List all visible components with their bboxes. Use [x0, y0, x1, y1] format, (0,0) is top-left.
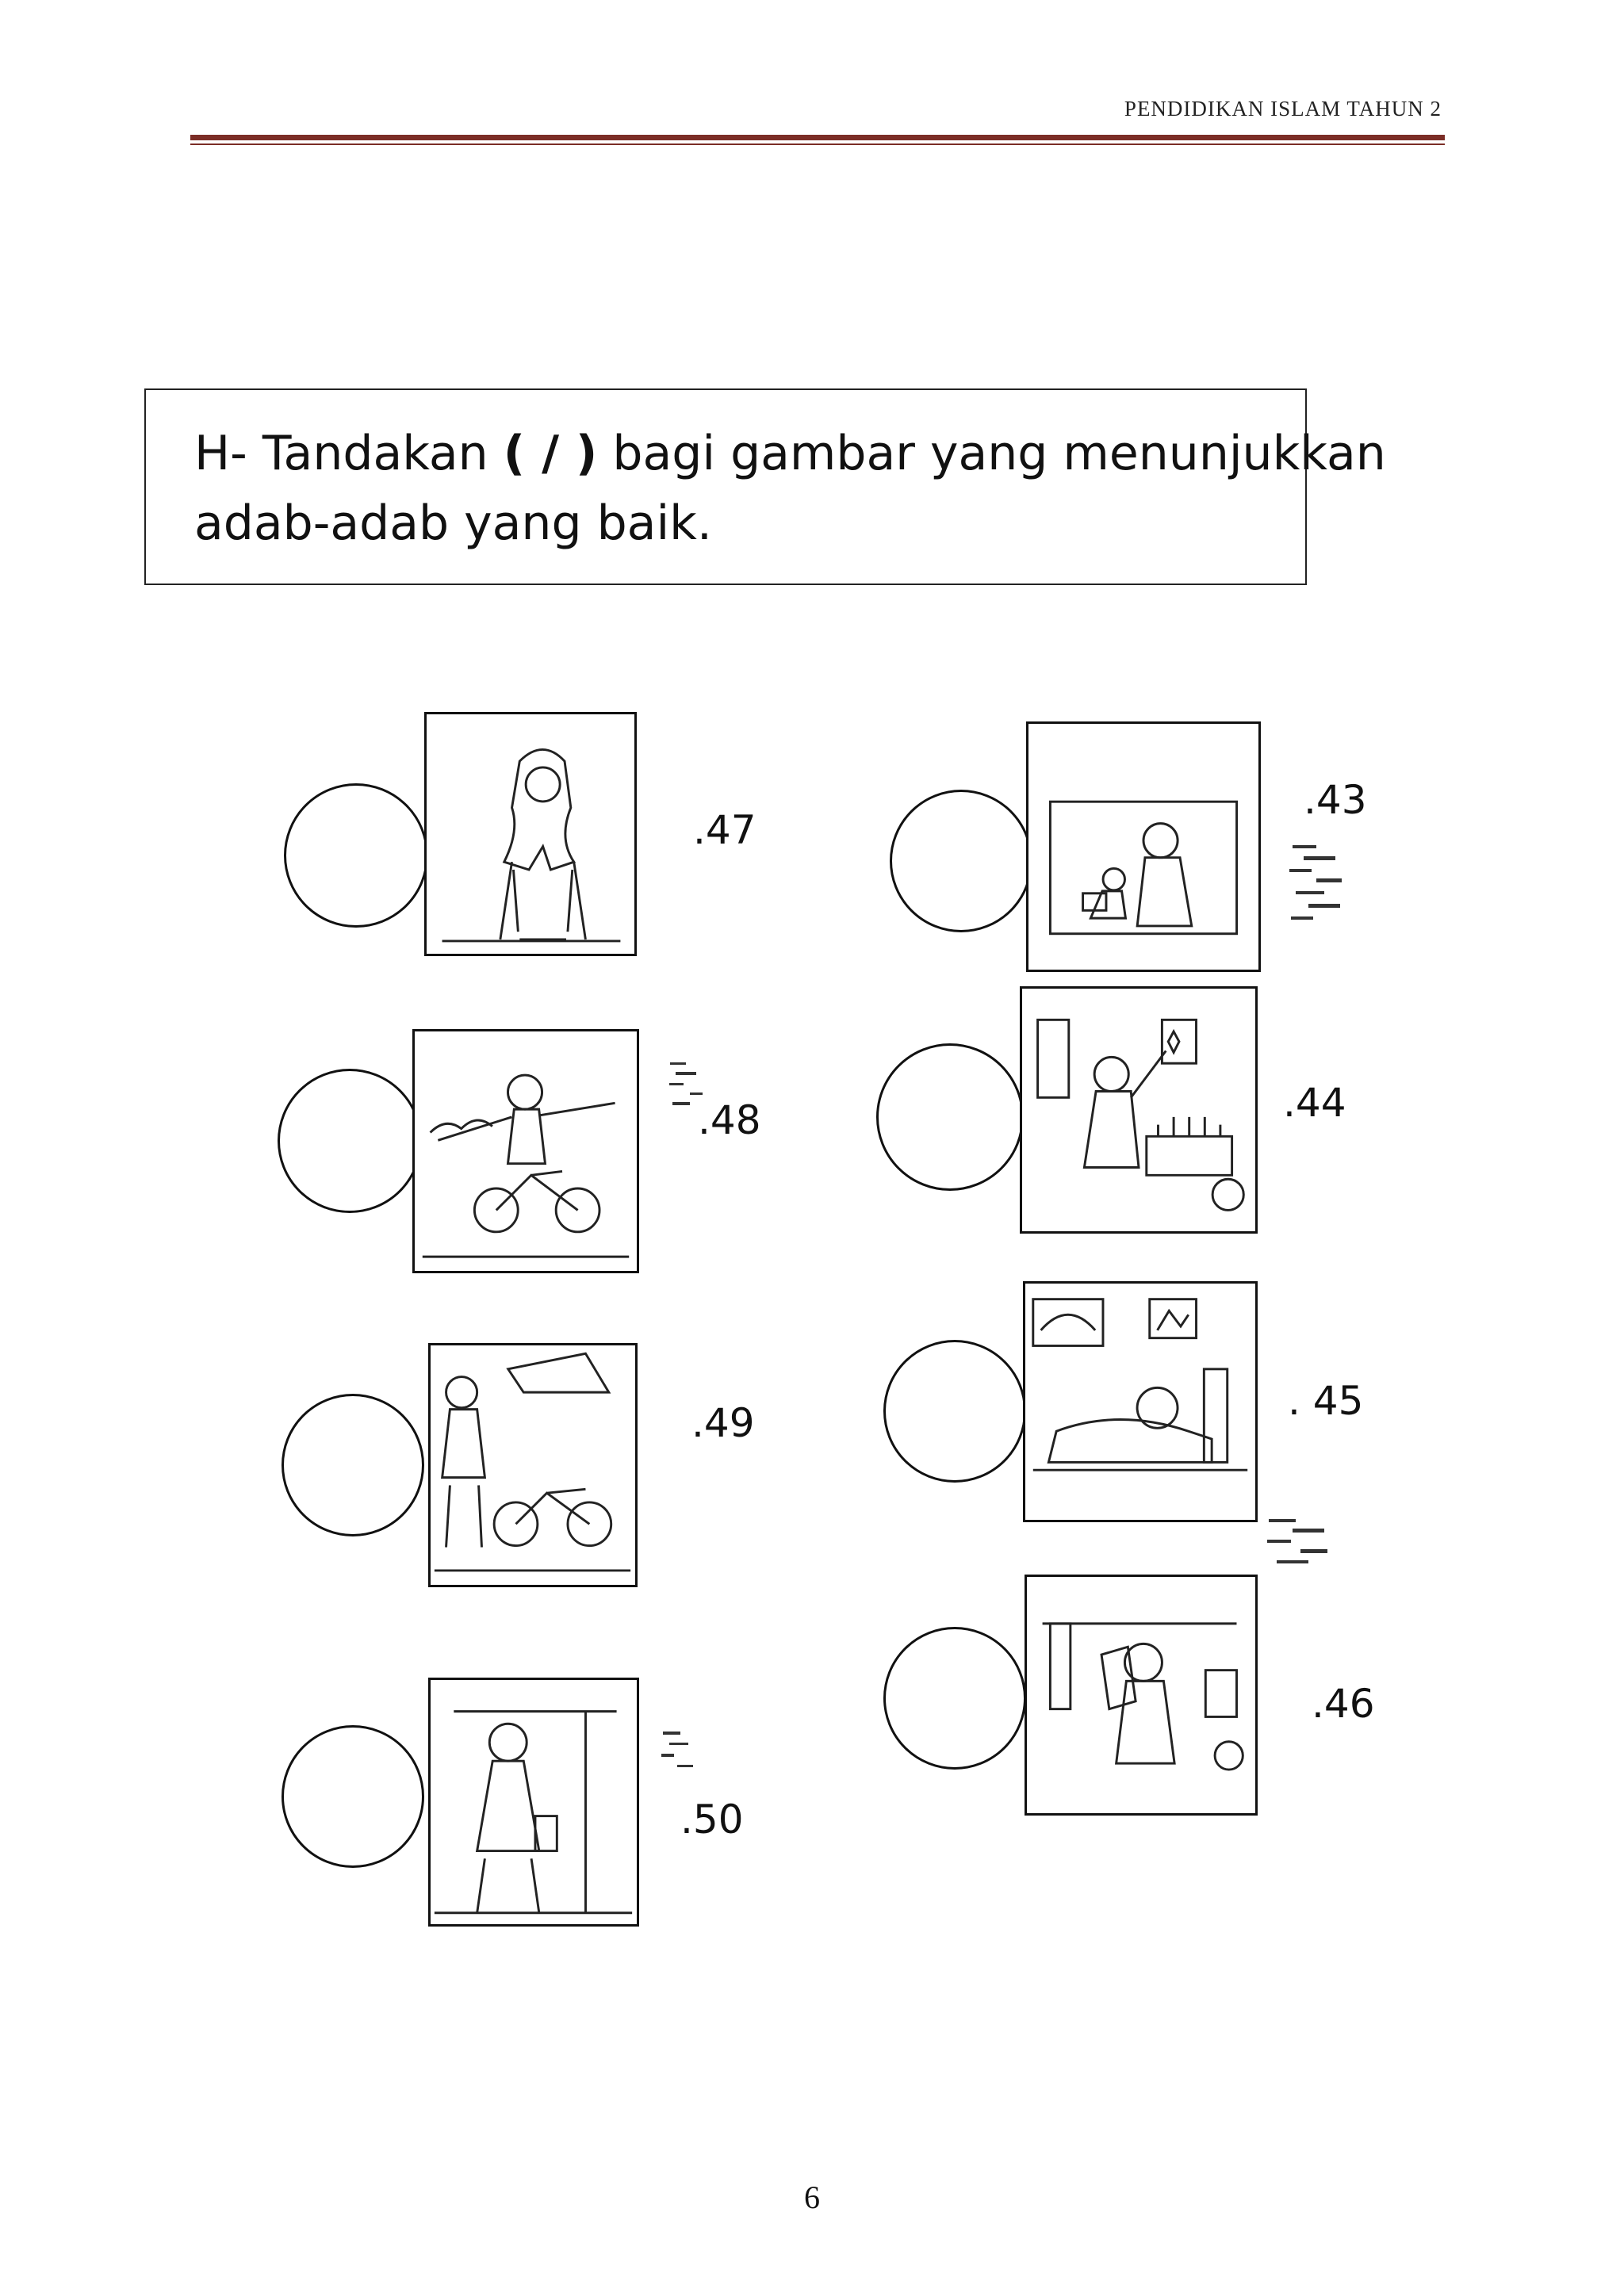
header-rule-thin [190, 144, 1445, 145]
picture-frame-47 [424, 712, 637, 956]
item-number-45: . 45 [1288, 1378, 1364, 1424]
answer-circle-44[interactable] [876, 1043, 1024, 1191]
boy-reading-book-icon [1042, 1622, 1244, 1771]
instruction-line2: adab-adab yang baik. [194, 496, 712, 551]
picture-frame-43 [1026, 721, 1261, 972]
answer-circle-49[interactable] [282, 1394, 424, 1536]
picture-frame-45 [1023, 1281, 1258, 1522]
answer-circle-48[interactable] [278, 1069, 422, 1213]
picture-frame-49 [428, 1343, 638, 1587]
scan-speckle-50 [661, 1732, 693, 1767]
instruction-line1-suffix: bagi gambar yang menunjukkan [597, 426, 1386, 481]
answer-circle-45[interactable] [883, 1340, 1026, 1483]
header-rule-thick [190, 135, 1445, 140]
boy-sleeping-icon [1032, 1298, 1248, 1471]
boy-beside-bicycle-icon [434, 1352, 631, 1572]
girl-in-tudung-icon [442, 748, 621, 943]
answer-circle-46[interactable] [883, 1627, 1026, 1770]
item-number-49: .49 [691, 1400, 755, 1446]
item-number-47: .47 [693, 807, 756, 853]
picture-frame-48 [412, 1029, 639, 1273]
answer-circle-47[interactable] [284, 783, 428, 928]
item-number-50: .50 [680, 1797, 744, 1843]
item-number-46: .46 [1312, 1681, 1375, 1727]
item-number-44: .44 [1283, 1080, 1346, 1126]
picture-frame-46 [1025, 1575, 1258, 1816]
answer-circle-50[interactable] [282, 1725, 424, 1868]
picture-frame-44 [1020, 986, 1258, 1234]
item-number-48: .48 [698, 1097, 761, 1143]
girl-with-bag-icon [434, 1710, 633, 1915]
instruction-prefix: H- Tandakan [194, 426, 504, 481]
instruction-tick-mark: ( / ) [503, 426, 598, 481]
man-by-dish-rack-icon [1036, 1018, 1245, 1211]
answer-circle-43[interactable] [890, 790, 1032, 932]
scan-speckle-45 [1267, 1519, 1327, 1563]
scan-speckle-43 [1289, 845, 1342, 920]
instruction-box [144, 388, 1307, 585]
boy-on-bicycle-icon [422, 1073, 630, 1258]
page-number: 6 [804, 2179, 820, 2215]
instruction-text: H- Tandakan ( / ) bagi gambar yang menun… [194, 419, 1526, 558]
header-title: PENDIDIKAN ISLAM TAHUN 2 [1124, 97, 1442, 121]
item-number-43: .43 [1304, 777, 1367, 823]
scan-speckle-48 [669, 1062, 703, 1105]
picture-frame-50 [428, 1678, 639, 1927]
grandmother-with-child-icon [1048, 800, 1239, 936]
